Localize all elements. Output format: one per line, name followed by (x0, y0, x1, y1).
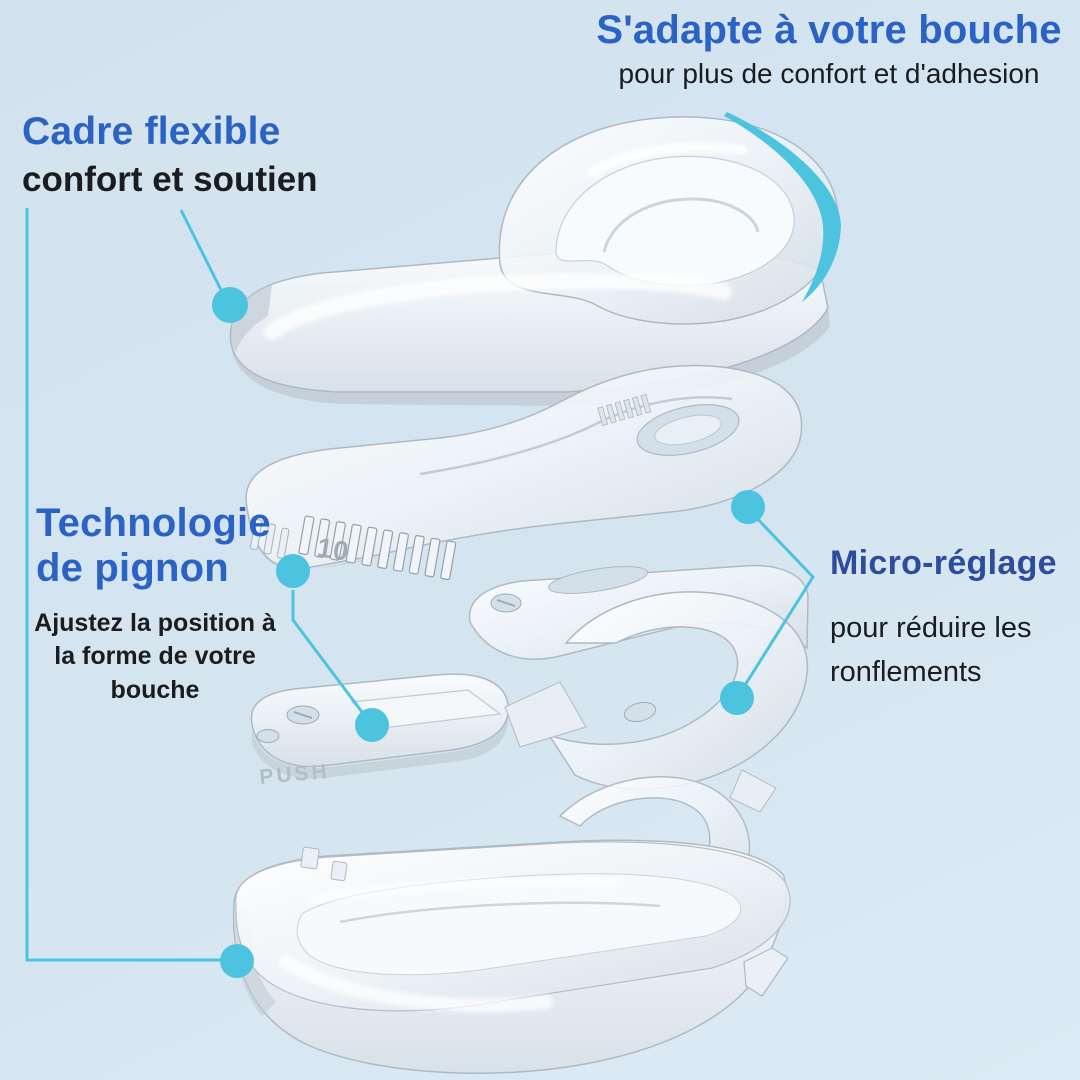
callout-dot-pinion-top (276, 554, 310, 588)
rack-teeth-left (250, 518, 290, 559)
leader-line-frame (179, 209, 226, 297)
callout-pinion: Technologie de pignon Ajustez la positio… (22, 501, 288, 708)
rack-teeth-rear (597, 393, 652, 426)
callout-frame-subtitle: confort et soutien (22, 159, 318, 199)
callout-dot-pinion-bottom (355, 708, 389, 742)
callout-frame-title: Cadre flexible (22, 110, 281, 153)
callout-micro-title: Micro-réglage (830, 544, 1057, 582)
callout-micro-body-line: pour réduire les (830, 612, 1032, 644)
callout-fit: S'adapte à votre bouche pour plus de con… (590, 8, 1068, 90)
leader-line-pinion (291, 590, 370, 721)
callout-dot-bottom (220, 944, 254, 978)
callout-dot-frame (212, 287, 248, 323)
callout-pinion-body-line: la forme de votre (54, 642, 256, 671)
callout-pinion-title-line1: Technologie (36, 501, 271, 545)
tray-top (229, 116, 840, 406)
callout-dots (212, 287, 765, 978)
callout-fit-title: S'adapte à votre bouche (596, 8, 1062, 52)
leader-line-bottom (25, 208, 230, 962)
callout-micro-body: pour réduire les ronflements (830, 607, 1080, 694)
callout-dot-micro-top (731, 490, 765, 524)
callout-pinion-title-line2: de pignon (36, 545, 229, 590)
leader-swoosh-fit (724, 112, 841, 302)
tray-bottom (232, 776, 791, 1074)
ratchet-plate: 10 (245, 364, 803, 581)
callout-micro-adjust: Micro-réglage pour réduire les ronflemen… (830, 544, 1080, 694)
push-marking: PUSH (258, 760, 330, 789)
callout-flexible-frame: Cadre flexible confort et soutien (22, 110, 318, 200)
callout-dot-micro-bottom (720, 681, 754, 715)
adjustment-plate: PUSH (250, 564, 809, 813)
scale-marking: 10 (315, 532, 351, 567)
callout-pinion-body: Ajustez la position à la forme de votre … (22, 607, 288, 708)
callout-pinion-body-line: Ajustez la position à (34, 608, 276, 637)
callout-micro-body-line: ronflements (830, 655, 982, 688)
rack-teeth (298, 515, 457, 581)
callout-fit-subtitle: pour plus de confort et d'adhesion (618, 57, 1040, 89)
callout-lines (25, 112, 841, 962)
callout-pinion-body-line: bouche (110, 676, 200, 705)
leader-line-micro (738, 510, 815, 694)
